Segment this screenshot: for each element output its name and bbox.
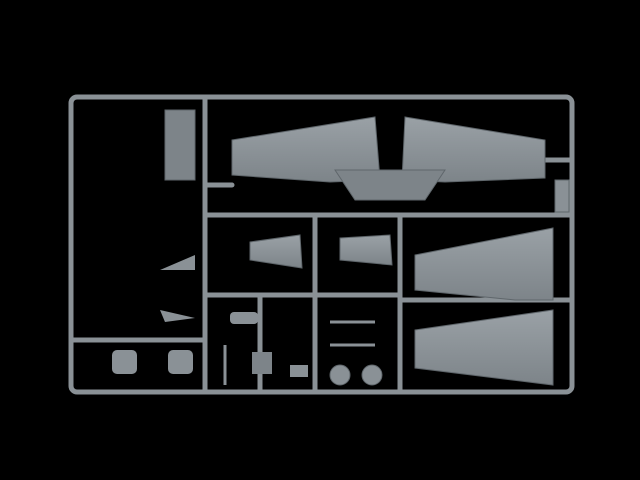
sprue-tag [554, 179, 570, 213]
small-part-4 [290, 365, 308, 377]
lower-wing-2 [414, 309, 554, 386]
tail-plane-2 [339, 234, 393, 266]
small-part-1 [160, 255, 195, 270]
tail-plane-1 [249, 234, 303, 269]
wing-center-section [334, 169, 446, 201]
wheel-2 [361, 364, 383, 386]
small-part-3 [230, 312, 258, 324]
small-part-2 [160, 310, 195, 322]
seat-part [252, 352, 272, 374]
cockpit-part [164, 109, 196, 181]
wheel-well-2 [168, 350, 193, 374]
wheel-well-1 [112, 350, 137, 374]
lower-wing-1 [414, 227, 554, 301]
sprue-parts [112, 109, 570, 386]
sprue-frame [68, 94, 575, 395]
wheel-1 [329, 364, 351, 386]
